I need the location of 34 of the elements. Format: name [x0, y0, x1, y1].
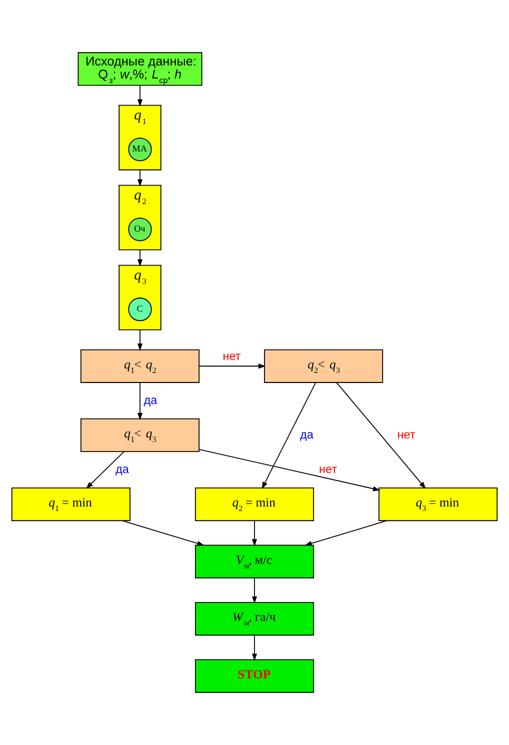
node-box: q$_{2}$ = min: [194, 487, 314, 522]
arrow: [137, 329, 143, 351]
node-box: q$_{1}$< q$_{3}$: [80, 418, 200, 452]
arrow: [137, 169, 143, 187]
arrow: [304, 520, 388, 546]
node-box: Исходные данные: Q$_{з}$; w,%; L$_{ср}$; h: [78, 52, 202, 86]
edge-label: нет: [222, 349, 241, 364]
node-box: q$_{3}$ = min: [378, 487, 498, 522]
arrow: [122, 520, 204, 546]
node-circle: МА: [128, 138, 152, 162]
arrow: [137, 84, 143, 107]
edge-label: да: [116, 462, 130, 476]
arrow: [198, 449, 380, 492]
arrow: [198, 364, 266, 369]
arrow: [336, 382, 426, 489]
arrow: [252, 520, 258, 546]
node-box: W$_{м}$, га/ч: [194, 602, 314, 636]
node-box: V$_{м}$, м/с: [194, 544, 314, 578]
edge-label: да: [144, 392, 158, 407]
node-box: STOP: [194, 659, 314, 693]
arrow: [137, 382, 143, 420]
arrow: [262, 382, 316, 490]
node-box: q$_{1}$ = min: [11, 487, 130, 522]
arrow: [137, 249, 143, 267]
edge-label: нет: [397, 427, 416, 442]
edge-label: да: [300, 427, 314, 442]
node-circle: С: [128, 298, 152, 322]
arrow: [252, 634, 258, 661]
node-box: q$_{2}$< q$_{3}$: [264, 349, 384, 383]
node-circle: Оч: [128, 218, 152, 242]
node-box: q$_{1}$< q$_{2}$: [80, 349, 200, 383]
arrow: [86, 451, 124, 489]
arrow: [252, 578, 258, 604]
edge-label: нет: [319, 462, 338, 476]
